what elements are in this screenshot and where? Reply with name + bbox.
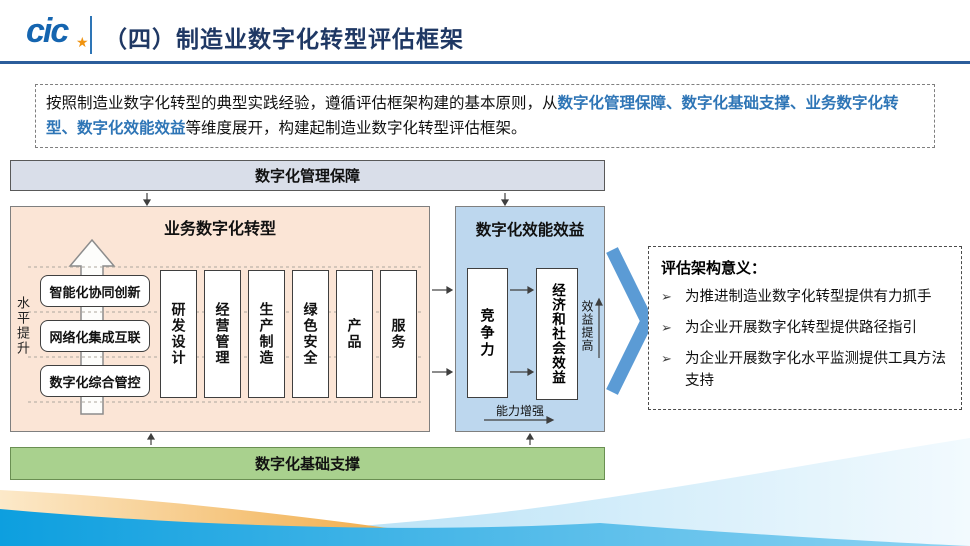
level-axis-label: 水平提升 <box>15 296 30 356</box>
header-divider <box>90 16 92 54</box>
meaning-bullet: ➢ 为企业开展数字化水平监测提供工具方法支持 <box>661 348 949 392</box>
chevron-arrow <box>606 247 655 395</box>
intro-segment-2: 等维度展开，构建起制造业数字化转型评估框架。 <box>185 120 527 137</box>
capability-up-label: 能力增强 <box>495 404 544 418</box>
domain-production-manufacturing: 生产制造 <box>248 270 285 398</box>
wave-decoration <box>0 438 970 546</box>
domain-service: 服务 <box>380 270 417 398</box>
level-item-network-integration: 网络化集成互联 <box>40 320 150 352</box>
domain-label: 绿色安全 <box>302 302 319 366</box>
competitiveness-label: 竞争力 <box>479 307 496 359</box>
meaning-bullet-text: 为企业开展数字化转型提供路径指引 <box>685 320 917 336</box>
foundation-bar-label: 数字化基础支撑 <box>254 456 360 473</box>
arrow-bullet-icon: ➢ <box>661 320 672 335</box>
economic-social-benefit-box: 经济和社会效益 <box>536 268 578 400</box>
domain-operation-management: 经营管理 <box>204 270 241 398</box>
cic-logo: cic ★ <box>26 12 88 51</box>
competitiveness-box: 竞争力 <box>467 268 508 398</box>
domain-rnd-design: 研发设计 <box>160 270 197 398</box>
benefit-box-title: 数字化效能效益 <box>475 222 585 239</box>
page-title: （四）制造业数字化转型评估框架 <box>104 26 464 52</box>
level-item-label: 网络化集成互联 <box>49 329 141 345</box>
arrow-bullet-icon: ➢ <box>661 351 672 366</box>
domain-label: 经营管理 <box>214 302 231 366</box>
benefit-up-label: 效益提高 <box>580 300 594 352</box>
domain-label: 服务 <box>390 318 407 350</box>
economic-social-label: 经济和社会效益 <box>550 283 565 385</box>
meaning-bullet-text: 为推进制造业数字化转型提供有力抓手 <box>685 289 932 305</box>
meaning-bullet: ➢ 为推进制造业数字化转型提供有力抓手 <box>661 286 949 308</box>
level-item-digital-control: 数字化综合管控 <box>40 365 150 397</box>
domain-product: 产品 <box>336 270 373 398</box>
domain-green-safety: 绿色安全 <box>292 270 329 398</box>
meaning-bullet-text: 为企业开展数字化水平监测提供工具方法支持 <box>685 351 946 389</box>
management-bar-label: 数字化管理保障 <box>254 168 360 185</box>
management-bar: 数字化管理保障 <box>10 160 605 191</box>
intro-paragraph: 按照制造业数字化转型的典型实践经验，遵循评估框架构建的基本原则，从数字化管理保障… <box>35 84 935 148</box>
domain-label: 研发设计 <box>170 302 187 366</box>
domain-label: 产品 <box>346 318 363 350</box>
domain-label: 生产制造 <box>258 302 275 366</box>
meaning-box-title: 评估架构意义： <box>661 260 767 277</box>
level-item-intelligent-collaboration: 智能化协同创新 <box>40 275 150 307</box>
arrow-bullet-icon: ➢ <box>661 289 672 304</box>
star-icon: ★ <box>76 34 88 50</box>
cic-logo-text: cic <box>26 12 69 50</box>
level-item-label: 数字化综合管控 <box>49 374 141 390</box>
business-box-title: 业务数字化转型 <box>163 221 276 238</box>
header-rule <box>0 61 970 64</box>
intro-segment-1: 按照制造业数字化转型的典型实践经验，遵循评估框架构建的基本原则，从 <box>46 95 558 112</box>
foundation-bar: 数字化基础支撑 <box>10 447 605 480</box>
intro-highlight: 数字化管理保障、数字化基础支撑、业务数字化转型、数字化效能效益 <box>46 95 899 137</box>
meaning-bullet: ➢ 为企业开展数字化转型提供路径指引 <box>661 317 949 339</box>
meaning-box: 评估架构意义： ➢ 为推进制造业数字化转型提供有力抓手 ➢ 为企业开展数字化转型… <box>648 246 962 410</box>
level-item-label: 智能化协同创新 <box>49 284 141 300</box>
